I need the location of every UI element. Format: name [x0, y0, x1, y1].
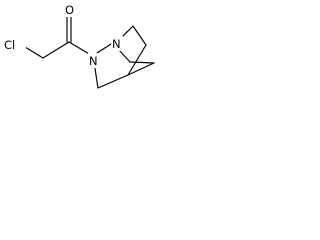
bond-n1-c-mid	[117, 48, 131, 63]
atom-nitrogen-bridgehead: N	[112, 37, 121, 51]
atom-oxygen: O	[65, 3, 74, 17]
bond-cl-ch2	[24, 46, 44, 59]
bond-c-rt-ch	[127, 44, 147, 76]
chemical-structure: Cl O N N	[2, 2, 155, 89]
bond-carbonyl-n	[68, 41, 92, 56]
bond-n-n	[96, 43, 112, 54]
bond-lines	[24, 15, 155, 89]
atom-labels: Cl O N N	[2, 2, 123, 68]
bond-c-mid-c-rb	[129, 61, 155, 64]
bond-c-left-ch	[97, 74, 129, 89]
bond-c-top-c-rt	[132, 25, 147, 46]
bond-c-rb-ch	[127, 62, 155, 76]
bond-ch2-carbonyl	[42, 41, 70, 59]
atom-chlorine: Cl	[4, 38, 15, 52]
atom-nitrogen-amide: N	[89, 54, 98, 68]
